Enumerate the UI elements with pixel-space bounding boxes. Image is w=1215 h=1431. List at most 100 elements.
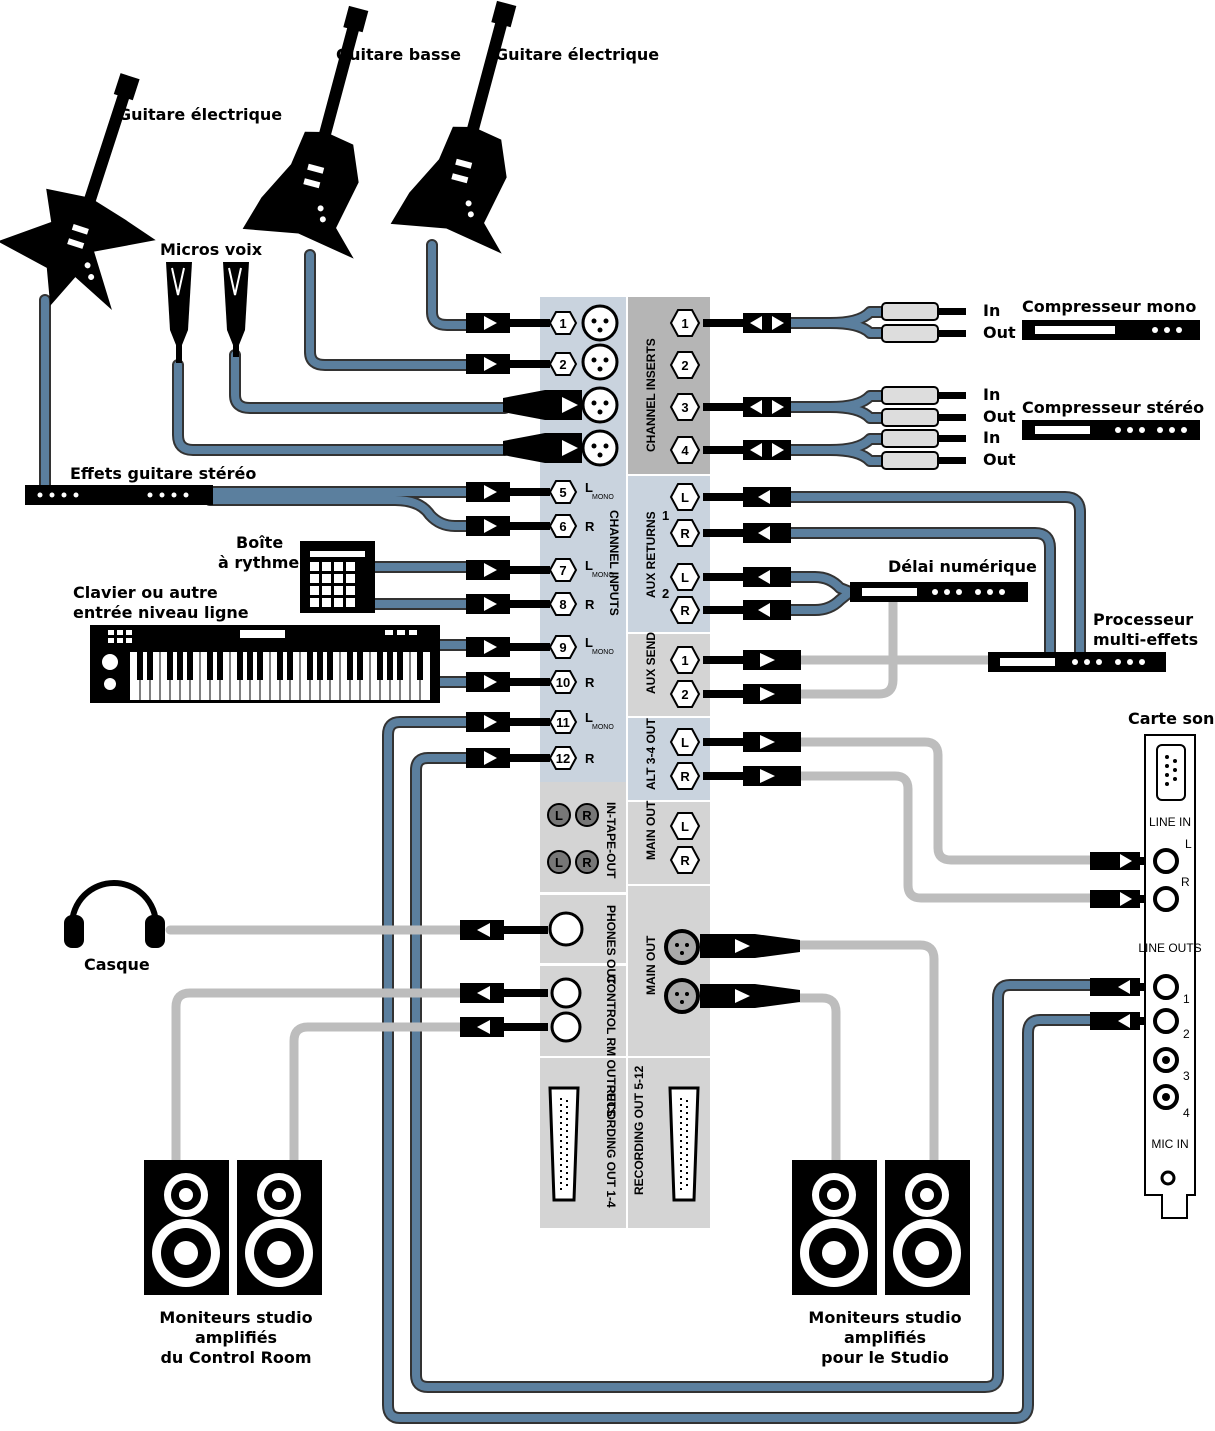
svg-text:L: L [681, 570, 689, 585]
xlr-input-3[interactable] [581, 386, 619, 424]
electric-guitar-right: Guitare électrique [390, 0, 659, 254]
speaker-icon [792, 1160, 877, 1295]
microphone-icon [166, 262, 192, 363]
aux-return-1-r-jack[interactable]: R [669, 519, 701, 547]
aux-return-2-number: 2 [662, 586, 669, 601]
keyboard-label-2: entrée niveau ligne [73, 603, 249, 622]
plug-ch8 [466, 594, 550, 614]
main-out-xlr-section [628, 886, 710, 1056]
plug-ctrl-l [460, 983, 548, 1003]
drum-machine: Boîte à rythmes [218, 533, 375, 613]
svg-text:L: L [681, 735, 689, 750]
xlr-input-1[interactable] [581, 304, 619, 342]
vocal-mics: Micros voix [160, 240, 263, 363]
svg-text:R: R [582, 808, 592, 823]
main-out-xlr-r[interactable] [664, 978, 700, 1014]
aux-return-2-l-jack[interactable]: L [669, 563, 701, 591]
svg-text:R: R [680, 603, 690, 618]
insert-jack-1[interactable]: 1 [669, 309, 701, 337]
alt-out-l-jack[interactable]: L [669, 728, 701, 756]
channel-jack-10[interactable]: 10 [548, 670, 578, 694]
card-mic-in-label: MIC IN [1151, 1137, 1188, 1151]
xlr-inputs [581, 304, 619, 467]
svg-text:R: R [585, 519, 595, 534]
mics-label: Micros voix [160, 240, 263, 259]
alt-out-label: ALT 3-4 OUT [644, 718, 658, 790]
main-out-xlr-l[interactable] [664, 929, 700, 965]
plug-ch4 [503, 433, 582, 463]
aux-returns-label: AUX RETURNS [644, 511, 658, 598]
channel-jack-11[interactable]: 11 [548, 710, 578, 734]
plug-ch5 [466, 482, 550, 502]
insert-jack-3[interactable]: 3 [669, 393, 701, 421]
control-rm-label: CONTROL RM OUTPUTS [604, 975, 618, 1117]
xlr-input-4[interactable] [581, 429, 619, 467]
svg-text:10: 10 [556, 675, 570, 690]
channel-inputs-section [540, 297, 626, 782]
plug-ch3 [503, 390, 582, 420]
plug-ch12 [466, 748, 550, 768]
insert-4-out-label: Out [983, 450, 1016, 469]
main-out-trs-label: MAIN OUT [644, 800, 658, 860]
main-out-r-jack[interactable]: R [669, 846, 701, 874]
plug-alt-l [703, 732, 801, 752]
channel-inputs-label: CHANNEL INPUTS [607, 510, 621, 616]
studio-monitors: Moniteurs studio amplifiés pour le Studi… [792, 1160, 970, 1367]
aux-return-1-l-jack[interactable]: L [669, 483, 701, 511]
plug-alt-r [703, 766, 801, 786]
multi-fx-label-1: Processeur [1093, 610, 1193, 629]
in-tape-out-label: IN-TAPE-OUT [604, 802, 618, 879]
aux-send-section [628, 634, 710, 716]
channel-inserts-label: CHANNEL INSERTS [644, 338, 658, 452]
channel-jack-12[interactable]: 12 [548, 746, 578, 770]
channel-jack-6[interactable]: 6 [548, 514, 578, 538]
plug-aux-ret-2r [703, 600, 791, 620]
aux-return-2-r-jack[interactable]: R [669, 596, 701, 624]
keyboard-label-1: Clavier ou autre [73, 583, 218, 602]
control-monitors-label-3: du Control Room [160, 1348, 311, 1367]
svg-text:1: 1 [681, 653, 688, 668]
card-jacks[interactable] [1153, 848, 1179, 1186]
channel-jack-8[interactable]: 8 [548, 592, 578, 616]
insert-1-in-label: In [983, 301, 1000, 320]
plug-main-xlr-r [700, 984, 800, 1008]
svg-text:L: L [555, 855, 563, 870]
aux-send-1-jack[interactable]: 1 [669, 646, 701, 674]
microphone-icon [223, 262, 249, 357]
plug-ch7 [466, 560, 550, 580]
svg-text:MONO: MONO [592, 494, 614, 501]
db25-connector-2[interactable] [668, 1086, 700, 1202]
phones-jack[interactable] [548, 911, 584, 947]
plug-main-xlr-l [700, 934, 800, 958]
control-rm-r-jack[interactable] [550, 1011, 582, 1043]
channel-jack-9[interactable]: 9 [548, 635, 578, 659]
control-rm-l-jack[interactable] [550, 977, 582, 1009]
channel-jack-5[interactable]: 5 [548, 480, 578, 504]
insert-jack-2[interactable]: 2 [669, 351, 701, 379]
channel-jacks: 1 2 5 6 7 8 9 10 11 12 [548, 311, 578, 770]
insert-jacks: 1 2 3 4 [669, 309, 701, 464]
svg-text:L: L [555, 808, 563, 823]
card-out-4: 4 [1183, 1106, 1190, 1120]
compressor-mono: Compresseur mono [1022, 297, 1200, 340]
xlr-input-2[interactable] [581, 343, 619, 381]
svg-text:L: L [585, 635, 593, 650]
insert-jack-4[interactable]: 4 [669, 436, 701, 464]
svg-text:2: 2 [681, 687, 688, 702]
main-out-l-jack[interactable]: L [669, 812, 701, 840]
svg-text:7: 7 [559, 563, 566, 578]
channel-jack-7[interactable]: 7 [548, 558, 578, 582]
channel-jack-2[interactable]: 2 [548, 352, 578, 376]
alt-out-r-jack[interactable]: R [669, 762, 701, 790]
aux-send-2-jack[interactable]: 2 [669, 680, 701, 708]
digital-delay-label: Délai numérique [888, 557, 1037, 576]
card-line-in-label: LINE IN [1149, 815, 1191, 829]
svg-text:L: L [681, 490, 689, 505]
channel-jack-1[interactable]: 1 [548, 311, 578, 335]
plug-ch2 [466, 354, 550, 374]
db25-connector-1[interactable] [548, 1086, 580, 1202]
